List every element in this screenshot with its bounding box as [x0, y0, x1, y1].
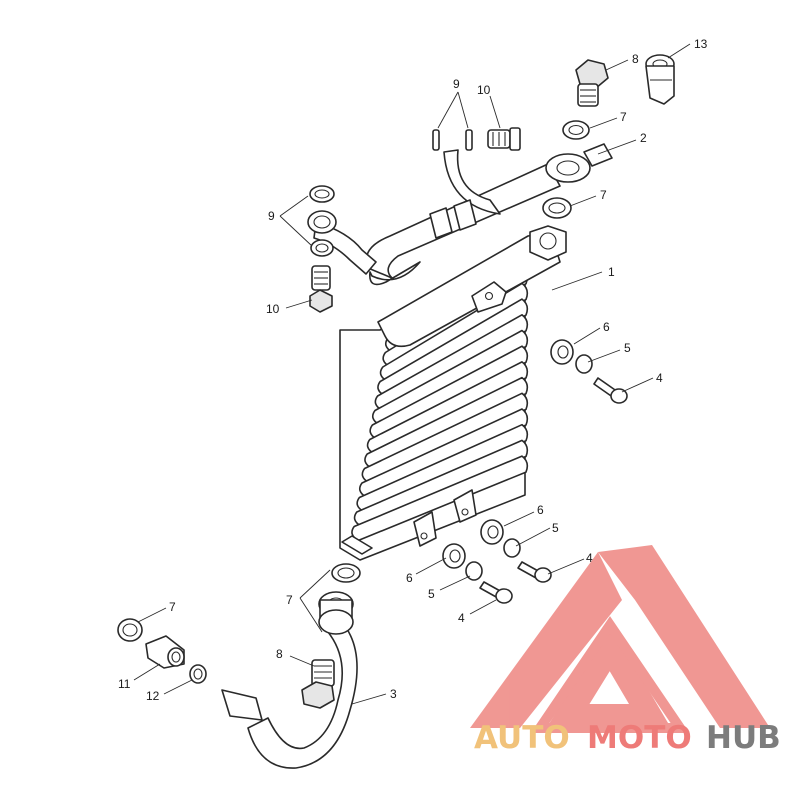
- cooler-fin: [356, 423, 529, 513]
- cooler-fin: [353, 439, 529, 527]
- callout-11: 11: [118, 677, 131, 691]
- callout-10-top: 10: [477, 83, 491, 97]
- callout-6-upper: 6: [603, 320, 610, 334]
- banjo-bolt-top-icon: [575, 59, 609, 107]
- cooler-fin: [374, 314, 529, 411]
- callout-7-top: 7: [620, 110, 627, 124]
- callout-13: 13: [694, 37, 708, 51]
- upper-hose-icon: [313, 143, 613, 286]
- cooler-fin: [364, 376, 529, 469]
- callout-2: 2: [640, 131, 647, 145]
- callout-labels: 1 2 3 4 4 4 5 5 5 6 6 6 7 7 7 7 7 8 8 9 …: [118, 37, 708, 703]
- cooler-fin: [366, 361, 529, 455]
- callout-8-top: 8: [632, 52, 639, 66]
- callout-1: 1: [608, 265, 615, 279]
- callout-5-upper: 5: [624, 341, 631, 355]
- callout-6-lower: 6: [406, 571, 413, 585]
- cooler-fin: [369, 345, 529, 440]
- callout-4-upper: 4: [656, 371, 663, 385]
- grommet-icon: [442, 339, 593, 581]
- callout-9-left: 9: [268, 209, 275, 223]
- oil-cooler-icon: [339, 225, 567, 561]
- banjo-bolt-lower-icon: [301, 659, 335, 709]
- callout-9-top: 9: [453, 77, 460, 91]
- callout-7-right: 7: [600, 188, 607, 202]
- watermark-hub: HUB: [706, 720, 781, 756]
- callout-7-lower: 7: [286, 593, 293, 607]
- cooler-fin: [377, 298, 529, 397]
- watermark-text: AUTO MOTO HUB: [474, 720, 781, 756]
- watermark-logo-icon: [470, 545, 770, 733]
- watermark-auto: AUTO: [474, 720, 570, 756]
- callout-12: 12: [146, 689, 160, 703]
- leader-lines: [133, 43, 691, 705]
- seal-9-top-icon: [432, 129, 473, 151]
- callout-6-mid: 6: [537, 503, 544, 517]
- callout-4-mid: 4: [586, 551, 593, 565]
- cooler-fin: [371, 329, 529, 426]
- bolt-4-icon: [479, 377, 628, 604]
- callout-7-left: 7: [169, 600, 176, 614]
- cooler-fin: [358, 408, 529, 498]
- fitting-11-icon: [145, 635, 185, 669]
- lower-hose-icon: [221, 591, 358, 769]
- callout-5-mid: 5: [552, 521, 559, 535]
- fitting-13-icon: [645, 54, 675, 105]
- callout-4-lower: 4: [458, 611, 465, 625]
- callout-10-left: 10: [266, 302, 280, 316]
- callout-3: 3: [390, 687, 397, 701]
- callout-8-lower: 8: [276, 647, 283, 661]
- callout-5-lower: 5: [428, 587, 435, 601]
- watermark-moto: MOTO: [587, 720, 692, 756]
- bolt-10-icon: [309, 127, 521, 313]
- washer-icon: [117, 120, 590, 684]
- cooler-fin: [361, 392, 529, 484]
- cooler-fin: [351, 455, 529, 542]
